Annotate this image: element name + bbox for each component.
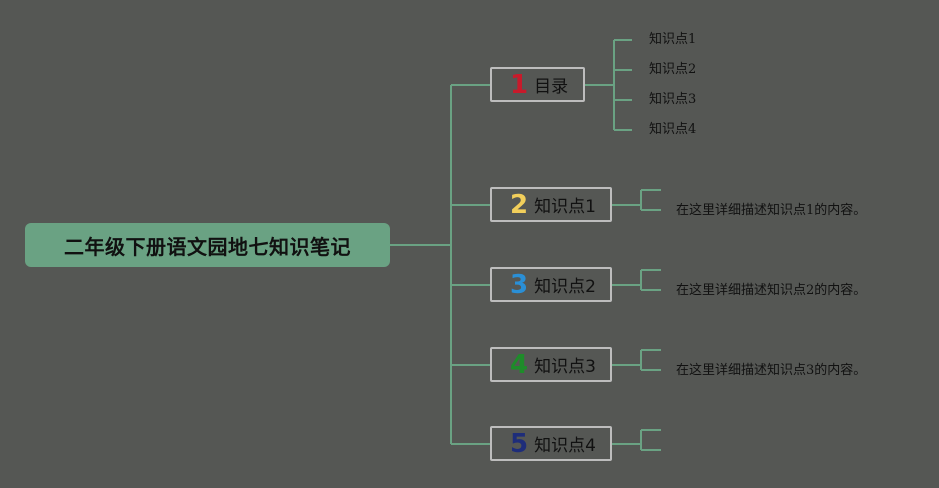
number-badge-1: 1 xyxy=(510,69,529,100)
branch-label-4: 知识点3 xyxy=(534,357,596,377)
root-topic[interactable]: 二年级下册语文园地七知识笔记 xyxy=(25,223,390,267)
leaf-1-4[interactable]: 知识点4 xyxy=(649,122,697,137)
leaf-1-1[interactable]: 知识点1 xyxy=(649,32,697,47)
number-badge-2: 2 xyxy=(510,189,529,220)
leaf-4-1[interactable]: 在这里详细描述知识点3的内容。 xyxy=(676,363,867,378)
branch-label-3: 知识点2 xyxy=(534,277,596,297)
leaf-2-1[interactable]: 在这里详细描述知识点1的内容。 xyxy=(676,203,867,218)
branch-node-2[interactable]: 2 知识点1 xyxy=(490,187,612,222)
leaf-1-2[interactable]: 知识点2 xyxy=(649,62,697,77)
branch-node-5[interactable]: 5 知识点4 xyxy=(490,426,612,461)
number-badge-5: 5 xyxy=(510,428,529,459)
branch-node-1[interactable]: 1 目录 xyxy=(490,67,585,102)
leaf-1-3[interactable]: 知识点3 xyxy=(649,92,697,107)
branch-label-5: 知识点4 xyxy=(534,436,596,456)
branch-label-2: 知识点1 xyxy=(534,197,596,217)
branch-node-3[interactable]: 3 知识点2 xyxy=(490,267,612,302)
branch-label-1: 目录 xyxy=(534,77,569,97)
number-badge-3: 3 xyxy=(510,269,529,300)
number-badge-4: 4 xyxy=(510,349,529,380)
branch-node-4[interactable]: 4 知识点3 xyxy=(490,347,612,382)
leaf-3-1[interactable]: 在这里详细描述知识点2的内容。 xyxy=(676,283,867,298)
root-title: 二年级下册语文园地七知识笔记 xyxy=(64,234,351,259)
